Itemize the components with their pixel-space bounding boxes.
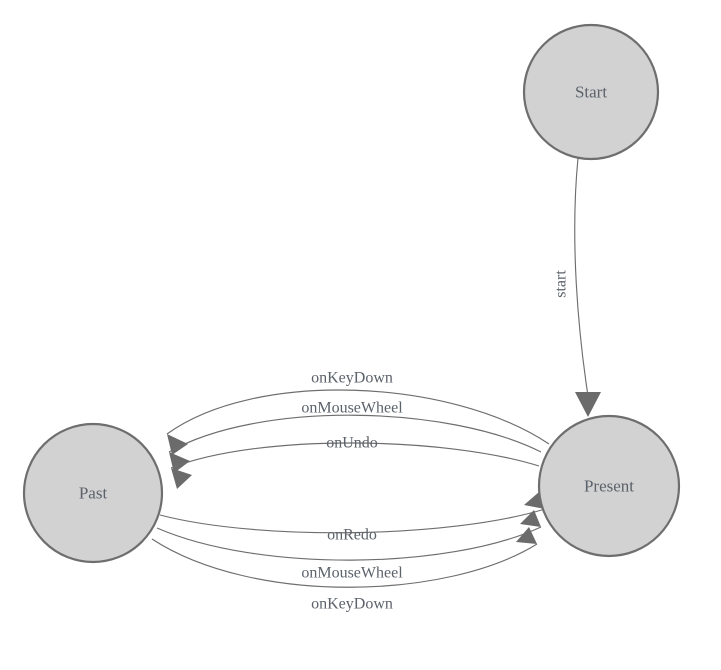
edge-label-present-past-onmousewheel: onMouseWheel	[301, 400, 403, 417]
edge-line	[156, 526, 542, 561]
edge-line	[166, 389, 550, 445]
edge-line	[159, 508, 546, 534]
edge-past-to-present-onkeydown[interactable]	[151, 527, 538, 588]
edge-present-to-past-onundo[interactable]	[170, 442, 540, 489]
node-present-label: Present	[584, 477, 634, 496]
edge-label-present-past-onkeydown: onKeyDown	[311, 370, 393, 387]
edge-arrowhead	[575, 392, 601, 417]
node-start-label: Start	[575, 83, 607, 102]
node-past[interactable]: Past	[22, 422, 164, 564]
node-start[interactable]: Start	[522, 23, 660, 161]
edge-label-past-present-onredo: onRedo	[327, 527, 377, 544]
edge-label-start: start	[553, 270, 570, 298]
edge-label-past-present-onmousewheel: onMouseWheel	[301, 565, 403, 582]
edge-present-to-past-onmousewheel[interactable]	[168, 414, 542, 473]
edge-label-present-past-onundo: onUndo	[326, 435, 378, 452]
edge-arrowhead	[171, 468, 192, 489]
edge-past-to-present-onmousewheel[interactable]	[156, 510, 542, 561]
edge-start-to-present[interactable]	[574, 157, 601, 417]
node-past-label: Past	[79, 484, 108, 503]
edge-line	[574, 157, 589, 397]
node-present-circle	[537, 414, 681, 558]
edge-label-past-present-onkeydown: onKeyDown	[311, 596, 393, 613]
edge-arrowhead	[520, 510, 541, 527]
edge-arrowhead	[516, 527, 537, 544]
node-start-circle	[522, 23, 660, 161]
edge-line	[170, 442, 540, 469]
edge-line	[168, 414, 542, 453]
node-past-circle	[22, 422, 164, 564]
edge-line	[151, 538, 538, 588]
edge-arrowhead	[169, 452, 190, 473]
node-present[interactable]: Present	[537, 414, 681, 558]
